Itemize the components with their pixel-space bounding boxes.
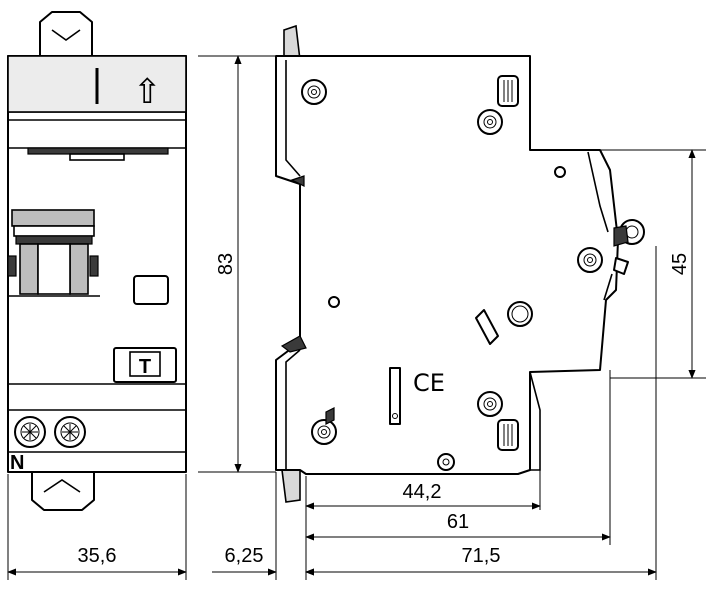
dimension-lines: 35,6 6,25 71,5 61 44,2 83 45 <box>7 55 706 580</box>
dim-depth-61: 61 <box>447 511 469 533</box>
dim-depth-44: 44,2 <box>403 481 442 503</box>
front-indicator-window <box>133 275 169 305</box>
front-terminal-screw-left-icon <box>14 416 46 448</box>
toggle-arrow-icon: ⇧ <box>133 72 162 112</box>
front-toggle-lever <box>7 209 100 297</box>
front-top-clip <box>39 11 93 57</box>
side-view: CE <box>275 24 645 503</box>
dim-height: 83 <box>215 253 237 275</box>
side-bottom-rail-clip <box>281 469 301 503</box>
front-bottom-clip <box>31 471 95 511</box>
side-label-slot <box>389 367 401 425</box>
ce-mark: CE <box>413 369 445 397</box>
side-lever-knob-icon <box>613 219 645 247</box>
test-button-label: T <box>139 356 151 378</box>
dim-depth-total: 71,5 <box>462 545 501 567</box>
front-view: ⇧ T <box>7 11 187 511</box>
dim-width-front: 35,6 <box>78 545 117 567</box>
neutral-mark: N <box>10 452 24 474</box>
dim-height-step: 45 <box>669 253 691 275</box>
side-rivets <box>301 79 603 471</box>
dim-offset-rail: 6,25 <box>225 545 264 567</box>
front-terminal-screw-right-icon <box>54 416 86 448</box>
